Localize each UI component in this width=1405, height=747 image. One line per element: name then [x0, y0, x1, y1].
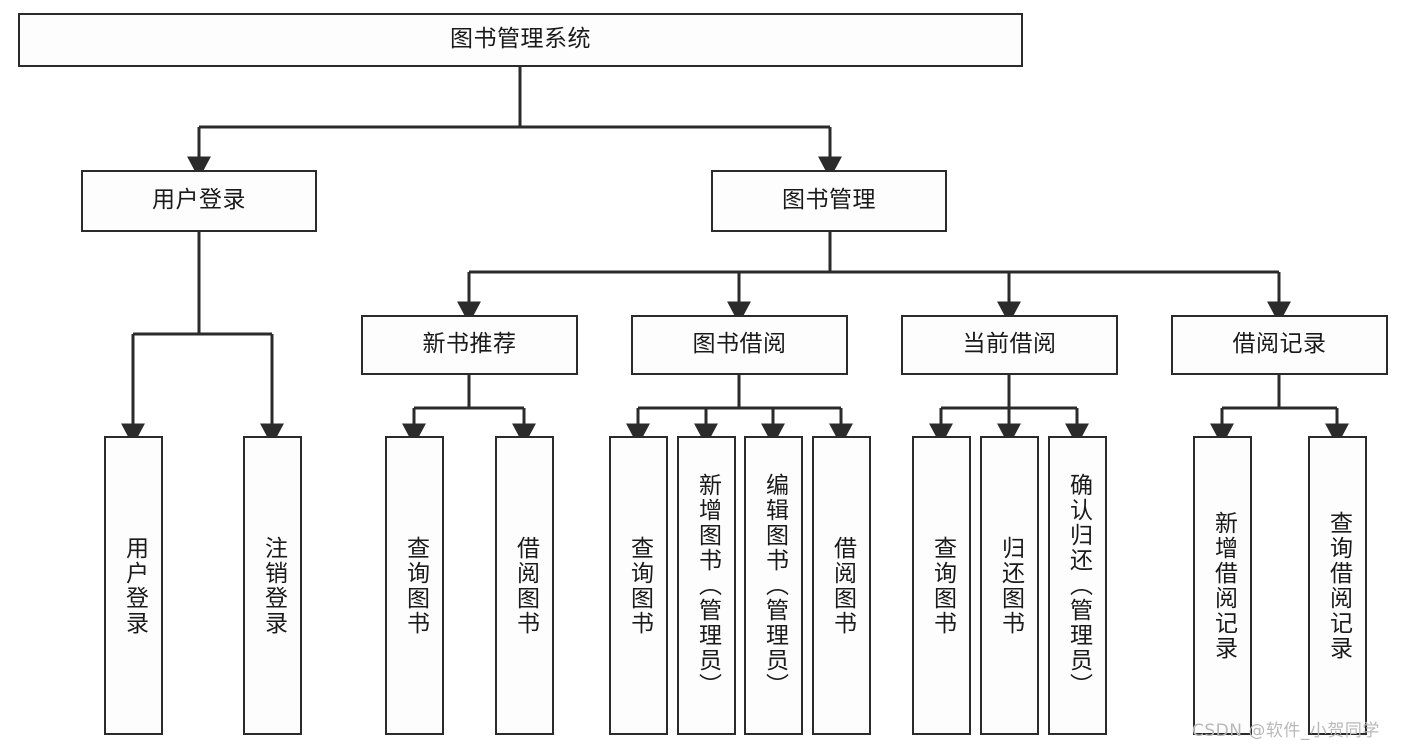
node-borrow-record[interactable]: 借阅记录	[1171, 315, 1388, 375]
node-leaf-query-book-1-label: 查询图书	[402, 535, 429, 636]
node-leaf-logout-login[interactable]: 注销登录	[243, 436, 302, 735]
node-leaf-query-book-3-label: 查询图书	[929, 535, 956, 636]
node-root-system-label: 图书管理系统	[450, 26, 591, 53]
node-leaf-edit-book-label: 编辑图书（管理员）	[761, 473, 788, 698]
node-leaf-return-book[interactable]: 归还图书	[980, 436, 1039, 735]
node-current-borrow-label: 当前借阅	[962, 331, 1057, 358]
node-leaf-query-book-2[interactable]: 查询图书	[609, 436, 668, 735]
node-leaf-return-book-label: 归还图书	[997, 535, 1024, 636]
node-leaf-add-record-label: 新增借阅记录	[1210, 510, 1237, 661]
node-book-borrow[interactable]: 图书借阅	[631, 315, 848, 375]
node-user-login-label: 用户登录	[152, 187, 246, 214]
node-leaf-query-record-label: 查询借阅记录	[1325, 510, 1352, 661]
node-leaf-query-book-1[interactable]: 查询图书	[385, 436, 444, 735]
node-leaf-add-book-label: 新增图书（管理员）	[694, 473, 721, 698]
node-leaf-confirm-return-label: 确认归还（管理员）	[1065, 473, 1092, 698]
node-leaf-confirm-return[interactable]: 确认归还（管理员）	[1048, 436, 1107, 735]
node-leaf-query-record[interactable]: 查询借阅记录	[1308, 436, 1367, 735]
node-user-login[interactable]: 用户登录	[81, 170, 317, 232]
node-book-borrow-label: 图书借阅	[692, 331, 787, 358]
node-leaf-user-login-label: 用户登录	[121, 535, 148, 636]
csdn-watermark: CSDN @软件_小贺同学	[1192, 721, 1380, 741]
node-leaf-borrow-book-2-label: 借阅图书	[829, 535, 856, 636]
node-leaf-user-login[interactable]: 用户登录	[104, 436, 163, 735]
node-root-system[interactable]: 图书管理系统	[18, 13, 1023, 67]
node-current-borrow[interactable]: 当前借阅	[901, 315, 1118, 375]
node-leaf-borrow-book-1-label: 借阅图书	[512, 535, 539, 636]
node-new-book-recommend-label: 新书推荐	[422, 331, 517, 358]
node-borrow-record-label: 借阅记录	[1232, 331, 1327, 358]
node-book-manage-label: 图书管理	[782, 187, 876, 214]
node-leaf-edit-book[interactable]: 编辑图书（管理员）	[744, 436, 803, 735]
node-leaf-query-book-3[interactable]: 查询图书	[912, 436, 971, 735]
node-leaf-borrow-book-2[interactable]: 借阅图书	[812, 436, 871, 735]
node-new-book-recommend[interactable]: 新书推荐	[361, 315, 578, 375]
node-leaf-add-record[interactable]: 新增借阅记录	[1193, 436, 1252, 735]
node-book-manage[interactable]: 图书管理	[711, 170, 947, 232]
node-leaf-add-book[interactable]: 新增图书（管理员）	[677, 436, 736, 735]
node-leaf-logout-login-label: 注销登录	[260, 535, 287, 636]
node-leaf-query-book-2-label: 查询图书	[626, 535, 653, 636]
node-leaf-borrow-book-1[interactable]: 借阅图书	[495, 436, 554, 735]
